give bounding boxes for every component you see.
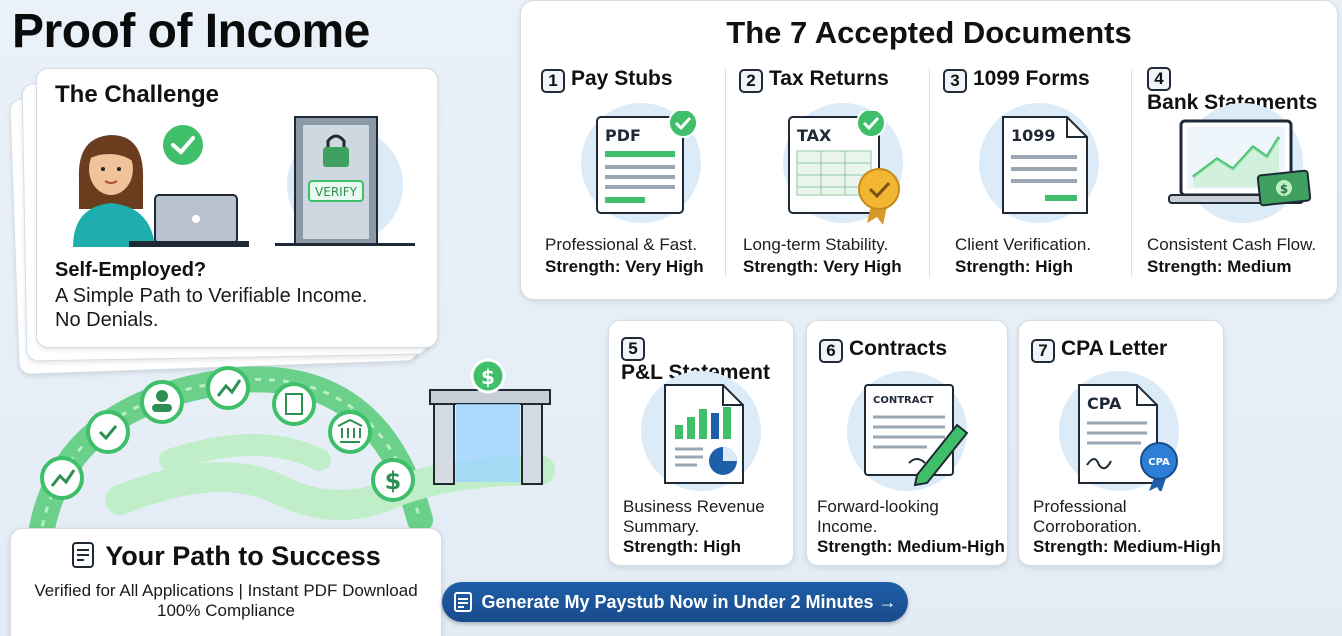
- tax-return-icon: TAX: [788, 111, 900, 225]
- svg-text:CPA: CPA: [1148, 457, 1170, 468]
- document-strength: Strength: Very High: [545, 257, 704, 276]
- gateway-illustration: $: [429, 358, 551, 485]
- person-laptop-illustration: [73, 125, 249, 247]
- svg-text:CONTRACT: CONTRACT: [873, 395, 934, 406]
- cpa-letter-icon: CPA CPA: [1078, 384, 1178, 491]
- document-number: 2: [739, 68, 763, 93]
- step-icons: $: [40, 366, 415, 502]
- contract-pen-icon: CONTRACT: [864, 384, 969, 487]
- document-icon: [454, 592, 473, 612]
- document-strength: Strength: Very High: [743, 257, 902, 276]
- pl-statement-chart-icon: [664, 384, 744, 484]
- document-strength: Strength: Medium: [1147, 257, 1292, 276]
- svg-text:$: $: [1280, 182, 1288, 196]
- svg-text:$: $: [385, 467, 402, 495]
- challenge-card: The Challenge VERIFY Self-Employed? A Si…: [36, 68, 438, 348]
- generate-paystub-button[interactable]: Generate My Paystub Now in Under 2 Minut…: [442, 582, 908, 622]
- document-number: 3: [943, 68, 967, 93]
- svg-text:1099: 1099: [1011, 126, 1056, 145]
- document-strength: Strength: High: [955, 257, 1074, 276]
- challenge-question: Self-Employed?: [55, 259, 207, 281]
- challenge-heading: The Challenge: [55, 81, 220, 108]
- document-number: 1: [541, 68, 565, 93]
- documents-heading: The 7 Accepted Documents: [726, 15, 1132, 50]
- svg-text:CPA: CPA: [1087, 394, 1122, 413]
- bank-statement-laptop-icon: $: [1168, 119, 1312, 207]
- pdf-document-icon: PDF: [596, 111, 698, 214]
- challenge-line-2: No Denials.: [55, 309, 159, 331]
- svg-text:PDF: PDF: [605, 126, 641, 145]
- svg-text:$: $: [481, 365, 495, 389]
- document-number: 7: [1031, 338, 1055, 363]
- verify-label: VERIFY: [315, 185, 358, 199]
- page-title: Proof of Income: [12, 5, 370, 58]
- document-description: Client Verification.: [955, 235, 1092, 254]
- document-description: Professional & Fast.: [545, 235, 698, 254]
- challenge-line-1: A Simple Path to Verifiable Income.: [55, 285, 368, 307]
- column-divider: [1131, 69, 1132, 277]
- success-heading: Your Path to Success: [11, 541, 441, 572]
- success-line-1: Verified for All Applications | Instant …: [34, 581, 418, 600]
- document-number: 6: [819, 338, 843, 363]
- document-strength: Strength: Medium-High: [1033, 537, 1221, 556]
- document-description: Consistent Cash Flow.: [1147, 235, 1317, 254]
- svg-text:TAX: TAX: [797, 126, 832, 145]
- document-description: Long-term Stability.: [743, 235, 889, 254]
- locked-door-illustration: VERIFY: [275, 116, 415, 246]
- document-strength: Strength: Medium-High: [817, 537, 1005, 556]
- path-arc-illustration: $ $: [27, 358, 555, 550]
- document-number: 5: [621, 337, 645, 361]
- column-divider: [929, 69, 930, 277]
- document-title: 4Bank Statements: [1147, 67, 1318, 114]
- generate-paystub-label: Generate My Paystub Now in Under 2 Minut…: [481, 591, 897, 612]
- document-number: 4: [1147, 67, 1171, 91]
- document-item-bank-statements: 4Bank Statements $ Consistent Cash Flow.…: [1147, 67, 1337, 279]
- column-divider: [725, 69, 726, 277]
- document-strength: Strength: High: [623, 537, 742, 556]
- success-line-2: 100% Compliance: [157, 601, 295, 620]
- 1099-form-icon: 1099: [1002, 116, 1088, 214]
- document-check-icon: [72, 542, 95, 568]
- success-card: Your Path to Success Verified for All Ap…: [10, 528, 442, 636]
